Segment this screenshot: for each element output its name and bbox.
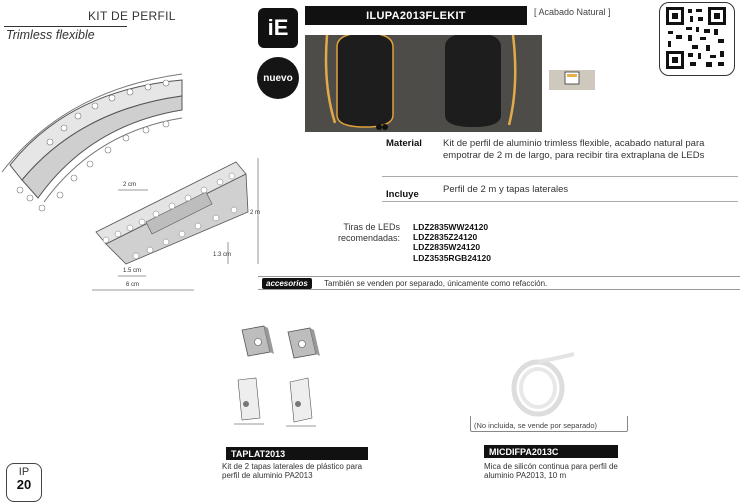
list-item: LDZ2835Z24120 xyxy=(413,232,478,243)
micdif-description: Mica de silicón continua para perfil de … xyxy=(484,462,618,480)
dim-2cm: 2 cm xyxy=(123,182,136,188)
qr-code-frame xyxy=(659,2,735,76)
flexible-profile-illustration xyxy=(1,73,183,212)
taplat-code: TAPLAT2013 xyxy=(226,447,368,460)
dim-13cm: 1.3 cm xyxy=(213,252,231,258)
title-divider xyxy=(4,26,127,27)
product-code: ILUPA2013FLEKIT xyxy=(305,6,527,25)
profile-dimension-drawing: 2 cm 2 m 1.3 cm 1.5 cm 6 cm xyxy=(92,158,260,291)
material-text: Kit de perfil de aluminio trimless flexi… xyxy=(443,138,705,161)
micdif-code: MICDIFPA2013C xyxy=(484,445,618,458)
nuevo-badge: nuevo xyxy=(257,57,299,99)
ip-value: 20 xyxy=(16,477,32,492)
spec-divider xyxy=(382,201,738,202)
material-label: Material xyxy=(386,138,422,149)
list-item: LDZ2835W24120 xyxy=(413,242,481,253)
list-item: LDZ2835WW24120 xyxy=(413,222,489,232)
dim-2m: 2 m xyxy=(250,210,260,216)
accesorios-band xyxy=(258,276,740,290)
kit-subtitle: Trimless flexible xyxy=(6,28,95,42)
finish-label: [ Acabado Natural ] xyxy=(534,7,611,17)
incluye-text: Perfil de 2 m y tapas laterales xyxy=(443,184,569,195)
installation-photo xyxy=(305,35,542,132)
micdif-note: (No incluida, se vende por separado) xyxy=(474,421,597,430)
tiras-list: LDZ2835WW24120 LDZ2835Z24120 LDZ2835W241… xyxy=(413,222,491,263)
list-item: LDZ3535RGB24120 xyxy=(413,252,491,263)
profile-section-thumbnail xyxy=(549,70,595,90)
incluye-label: Incluye xyxy=(386,189,419,200)
ip-rating-badge: IP 20 xyxy=(6,463,42,502)
silicone-reel-icon xyxy=(511,352,575,417)
spec-divider xyxy=(382,176,738,177)
kit-title: KIT DE PERFIL xyxy=(88,9,176,23)
taplat-description: Kit de 2 tapas laterales de plástico par… xyxy=(222,462,363,480)
accesorios-text: También se venden por separado, únicamen… xyxy=(324,279,548,288)
dim-6cm: 6 cm xyxy=(126,282,139,288)
brand-logo: iE xyxy=(258,8,298,48)
tiras-label: Tiras de LEDs recomendadas: xyxy=(337,222,400,243)
accesorios-badge: accesorios xyxy=(262,278,312,289)
ip-label: IP xyxy=(18,466,30,478)
end-cap-icon xyxy=(234,325,320,427)
dim-15cm: 1.5 cm xyxy=(123,268,141,274)
note-bracket xyxy=(470,416,628,432)
qr-code-icon xyxy=(666,7,726,69)
